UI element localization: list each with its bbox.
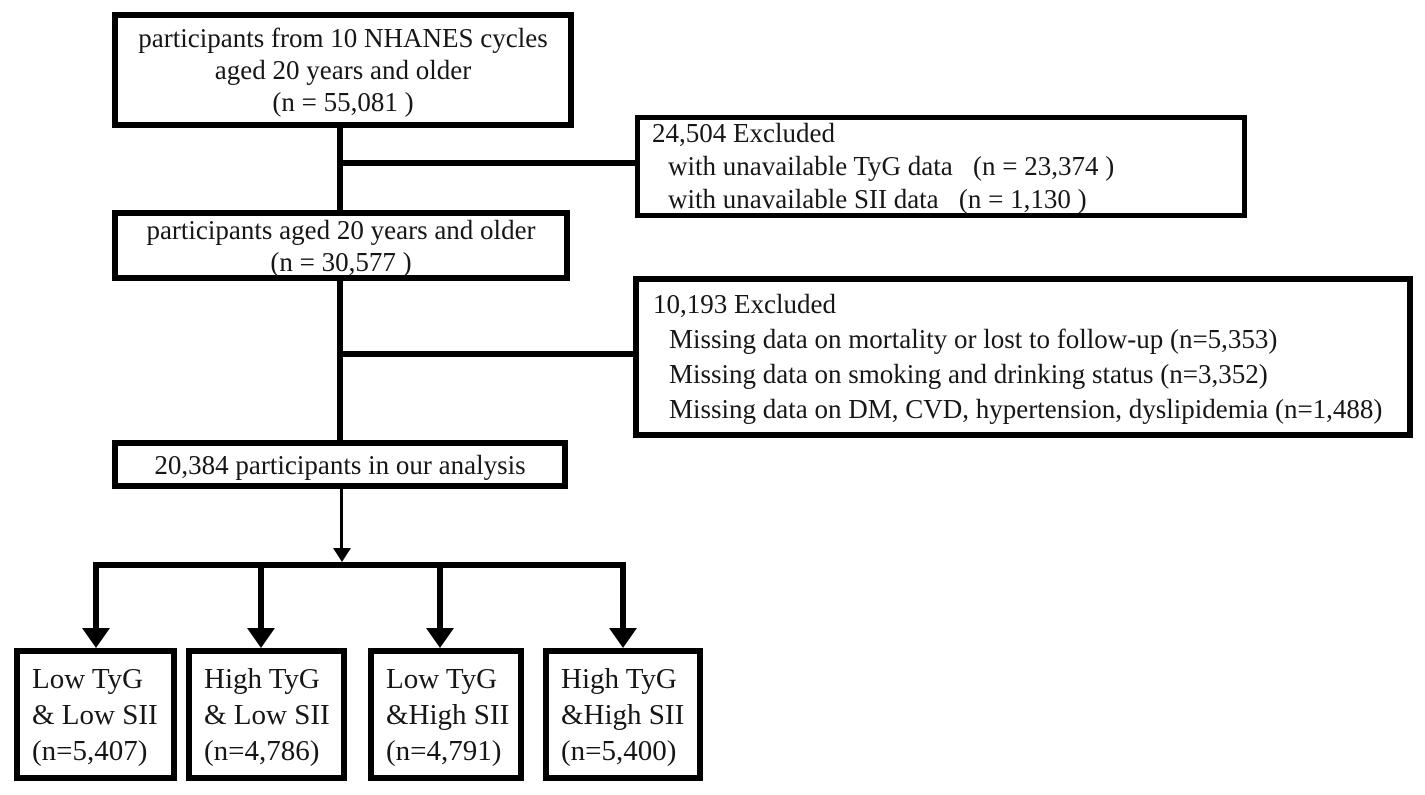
arrow-group2-line xyxy=(258,562,264,630)
arrowhead-analysis-down-icon xyxy=(333,548,351,562)
box-excluded-2-line-2: Missing data on mortality or lost to fol… xyxy=(669,324,1278,354)
box-excluded-1-line-3: with unavailable SII data (n = 1,130 ) xyxy=(668,184,1087,214)
box-excluded-2-line-4: Missing data on DM, CVD, hypertension, d… xyxy=(669,394,1383,424)
group1-line-1: Low TyG xyxy=(32,662,144,695)
box-group-high-tyg-high-sii: High TyG &High SII (n=5,400) xyxy=(543,648,703,781)
arrow-group4-head-icon xyxy=(609,628,637,648)
group3-line-2: &High SII xyxy=(386,698,510,731)
box-group-low-tyg-low-sii: Low TyG & Low SII (n=5,407) xyxy=(14,648,177,781)
arrow-group2-head-icon xyxy=(247,628,275,648)
box-excluded-1-line-2: with unavailable TyG data (n = 23,374 ) xyxy=(668,151,1115,181)
box-excluded-1-line-1: 24,504 Excluded xyxy=(652,118,835,148)
arrow-group3-head-icon xyxy=(426,628,454,648)
arrow-group1-line xyxy=(93,562,99,630)
box-excluded-2: 10,193 Excluded Missing data on mortalit… xyxy=(633,276,1413,438)
group4-line-1: High TyG xyxy=(561,662,677,695)
group2-line-3: (n=4,786) xyxy=(204,734,320,767)
arrow-group3-line xyxy=(437,562,443,630)
group2-line-2: & Low SII xyxy=(204,698,330,731)
group4-line-3: (n=5,400) xyxy=(561,734,677,767)
group1-line-3: (n=5,407) xyxy=(32,734,148,767)
box-excluded-2-line-3: Missing data on smoking and drinking sta… xyxy=(669,359,1268,389)
box-excluded-1: 24,504 Excluded with unavailable TyG dat… xyxy=(635,115,1247,218)
box-initial-line-1: participants from 10 NHANES cycles xyxy=(138,23,548,53)
box-initial-participants: participants from 10 NHANES cycles aged … xyxy=(112,12,574,128)
box-group-high-tyg-low-sii: High TyG & Low SII (n=4,786) xyxy=(186,648,347,781)
connector-branch-excluded1 xyxy=(340,160,637,166)
arrow-group1-head-icon xyxy=(82,628,110,648)
connector-initial-to-aged xyxy=(337,126,343,214)
box-aged-participants: participants aged 20 years and older (n … xyxy=(112,210,570,281)
connector-aged-to-analysis xyxy=(337,279,343,442)
group3-line-3: (n=4,791) xyxy=(386,734,502,767)
box-initial-line-3: (n = 55,081 ) xyxy=(272,87,414,117)
group4-line-2: &High SII xyxy=(561,698,685,731)
group1-line-2: & Low SII xyxy=(32,698,158,731)
arrow-group4-line xyxy=(620,562,626,630)
connector-branch-excluded2 xyxy=(340,351,635,357)
box-initial-line-2: aged 20 years and older xyxy=(214,55,472,85)
box-aged-line-2: (n = 30,577 ) xyxy=(270,246,412,277)
connector-split-horizontal xyxy=(93,562,626,568)
box-excluded-2-line-1: 10,193 Excluded xyxy=(653,289,836,319)
box-analysis-line-1: 20,384 participants in our analysis xyxy=(154,449,526,480)
group2-line-1: High TyG xyxy=(204,662,320,695)
box-aged-line-1: participants aged 20 years and older xyxy=(146,214,536,245)
group3-line-1: Low TyG xyxy=(386,662,498,695)
box-analysis: 20,384 participants in our analysis xyxy=(112,440,568,489)
box-group-low-tyg-high-sii: Low TyG &High SII (n=4,791) xyxy=(368,648,524,781)
connector-analysis-down-line xyxy=(340,487,343,551)
